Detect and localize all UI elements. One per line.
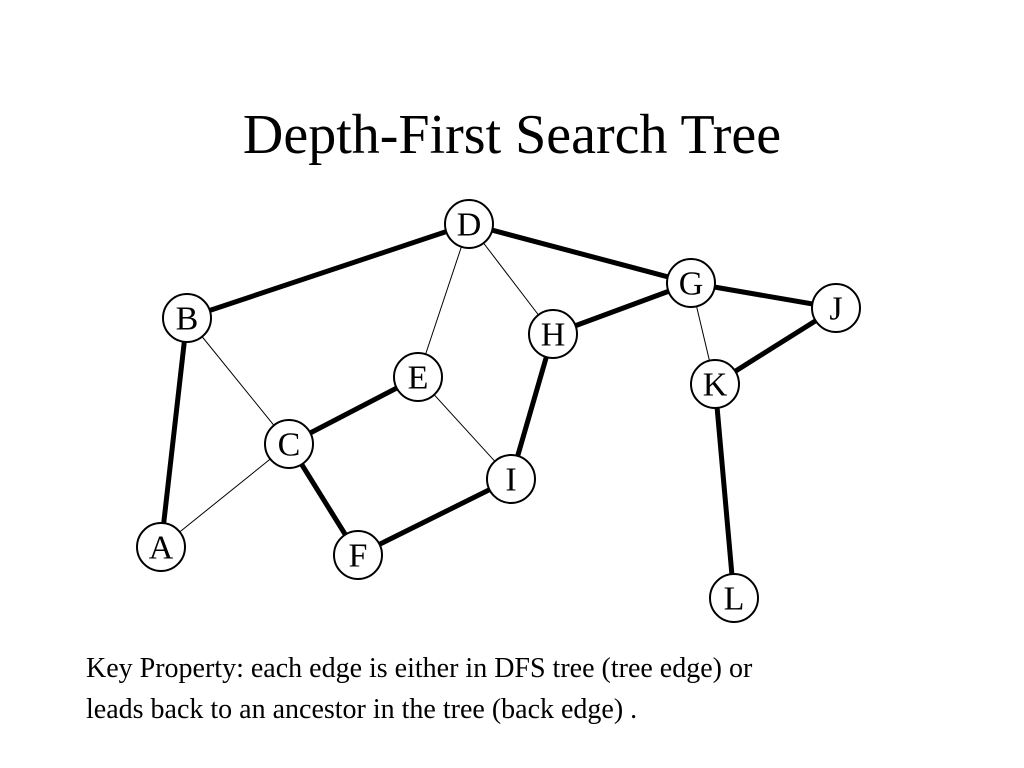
node-label: H — [541, 317, 566, 354]
node-label: C — [278, 427, 301, 464]
nodes-layer: D B G J H E K C I A F L — [136, 199, 861, 623]
graph-node-j: J — [811, 283, 861, 333]
node-label: F — [349, 538, 368, 575]
node-circle — [162, 293, 212, 343]
node-circle — [333, 530, 383, 580]
back-edge-a-c — [160, 443, 290, 548]
node-circle — [486, 454, 536, 504]
node-label: I — [505, 462, 516, 499]
graph-node-b: B — [162, 293, 212, 343]
node-label: E — [408, 360, 429, 397]
tree-edge-i-f — [355, 476, 514, 558]
node-circle — [709, 573, 759, 623]
node-label: D — [457, 207, 482, 244]
graph-node-i: I — [486, 454, 536, 504]
tree-edge-d-b — [184, 221, 472, 321]
graph-node-g: G — [666, 258, 716, 308]
page-title: Depth-First Search Tree — [242, 104, 782, 166]
graph-node-k: K — [690, 359, 740, 409]
graph-node-l: L — [709, 573, 759, 623]
tree-edge-d-g — [466, 221, 694, 286]
graph-node-h: H — [528, 309, 578, 359]
tree-edge-k-l — [712, 381, 737, 601]
node-label: K — [703, 367, 728, 404]
node-circle — [136, 522, 186, 572]
key-property-caption: Key Property: each edge is either in DFS… — [86, 648, 986, 730]
node-label: G — [679, 266, 704, 303]
graph-node-c: C — [264, 419, 314, 469]
graph-node-d: D — [444, 199, 494, 249]
node-circle — [811, 283, 861, 333]
node-label: A — [149, 530, 174, 567]
node-circle — [264, 419, 314, 469]
tree-edge-h-i — [508, 331, 556, 482]
caption-line-2: leads back to an ancestor in the tree (b… — [86, 694, 638, 725]
graph-node-e: E — [393, 352, 443, 402]
back-edge-d-e — [417, 223, 470, 378]
tree-edge-b-a — [158, 315, 190, 550]
node-circle — [528, 309, 578, 359]
graph-node-a: A — [136, 522, 186, 572]
node-label: B — [176, 301, 199, 338]
node-circle — [393, 352, 443, 402]
caption-line-1: Key Property: each edge is either in DFS… — [86, 653, 753, 684]
node-circle — [690, 359, 740, 409]
node-circle — [444, 199, 494, 249]
node-circle — [666, 258, 716, 308]
node-label: J — [829, 291, 842, 328]
node-label: L — [724, 581, 745, 618]
edges-layer — [158, 221, 839, 601]
graph-node-f: F — [333, 530, 383, 580]
back-edge-b-c — [186, 317, 290, 445]
